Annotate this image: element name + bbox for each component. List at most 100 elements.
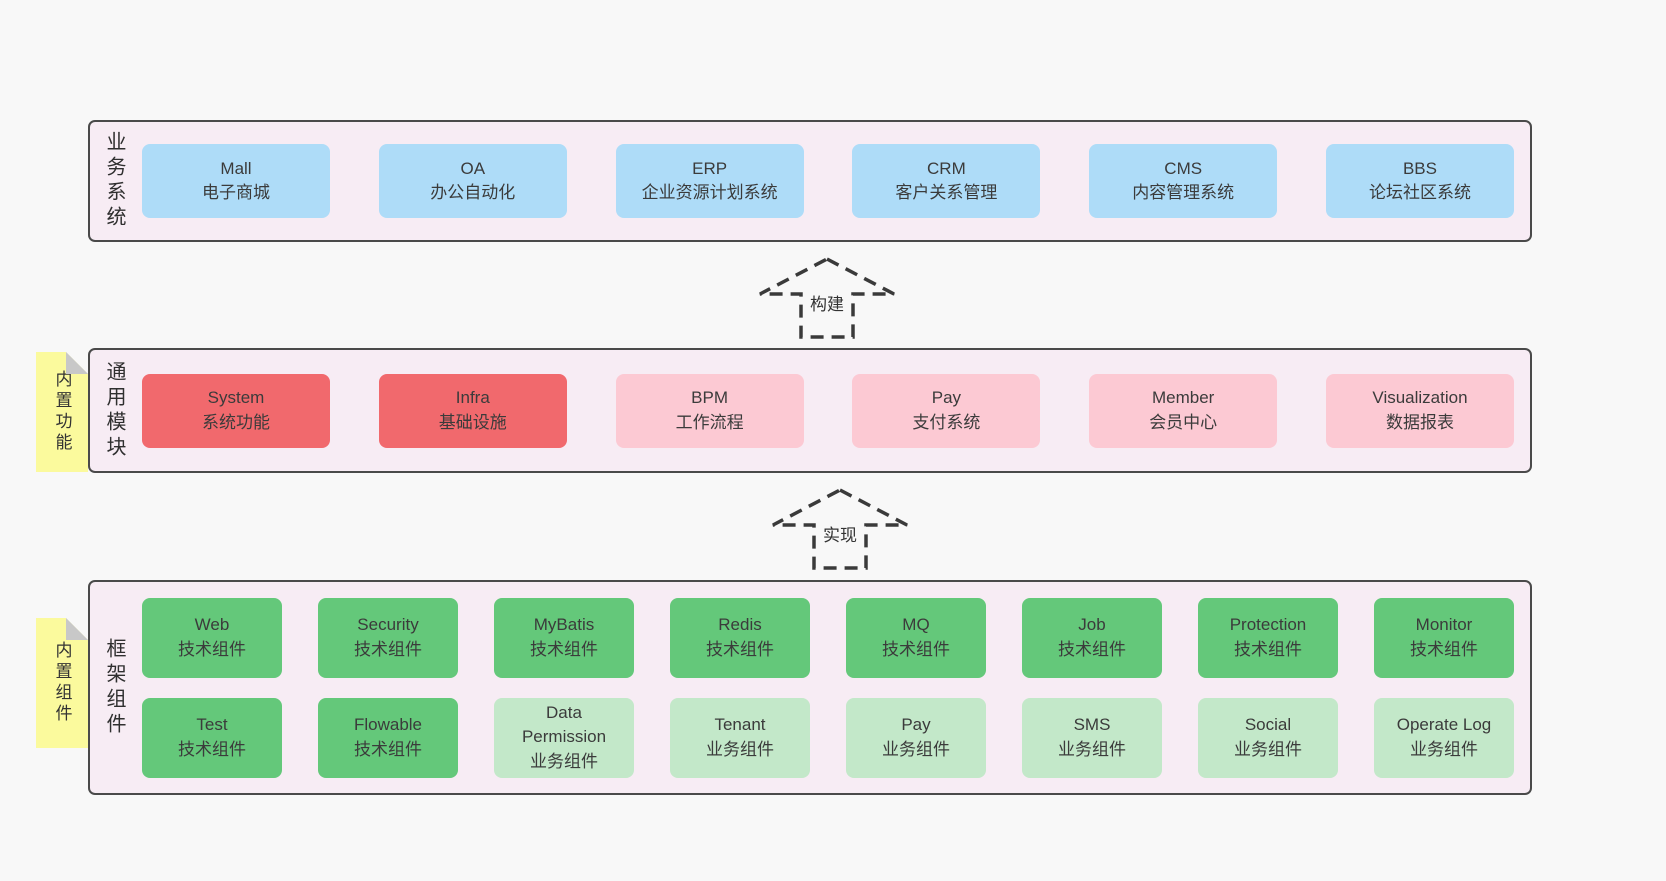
module-box-pay: Pay 支付系统 (852, 373, 1041, 448)
box-name: Test (196, 715, 228, 735)
box-desc: 技术组件 (354, 639, 422, 659)
layer-business-systems: 业务系统 Mall 电子商城 OA 办公自动化 ERP 企业资源计划系统 CRM 客户关系管理… (88, 120, 1532, 242)
module-box-test: Test 技术组件 (142, 697, 282, 778)
box-desc: 业务组件 (706, 739, 774, 759)
module-box-oa: OA 办公自动化 (378, 144, 567, 218)
module-box-security: Security 技术组件 (318, 597, 458, 678)
arrow-build: 构建 (757, 256, 897, 340)
module-box-protection: Protection 技术组件 (1198, 597, 1338, 678)
box-name: SMS (1073, 715, 1111, 735)
module-box-pay: Pay 业务组件 (846, 697, 986, 778)
box-name: Pay (901, 715, 931, 735)
box-desc: 业务组件 (530, 751, 598, 771)
box-desc: 技术组件 (178, 739, 246, 759)
module-box-cms: CMS 内容管理系统 (1089, 144, 1278, 218)
box-desc: 业务组件 (1234, 739, 1302, 759)
box-desc: 技术组件 (882, 639, 950, 659)
module-box-member: Member 会员中心 (1089, 373, 1278, 448)
box-name: Security (357, 615, 419, 635)
box-name: Visualization (1372, 388, 1468, 408)
box-desc: 技术组件 (178, 639, 246, 659)
box-name: Infra (455, 388, 490, 408)
box-name: Job (1078, 615, 1106, 635)
box-desc: 内容管理系统 (1132, 183, 1235, 202)
module-box-erp: ERP 企业资源计划系统 (615, 144, 804, 218)
box-desc: 技术组件 (1410, 639, 1478, 659)
box-desc: 业务组件 (1058, 739, 1126, 759)
box-name: Web (194, 615, 230, 635)
box-desc: 系统功能 (202, 412, 270, 432)
box-desc: 论坛社区系统 (1368, 183, 1471, 202)
box-desc: 会员中心 (1149, 412, 1218, 432)
tag-built-in-features-label: 内置功能 (52, 370, 72, 454)
layer-label-business: 业务系统 (103, 131, 125, 231)
box-name: Mall (220, 158, 252, 178)
box-name: OA (460, 158, 486, 178)
box-name: BBS (1402, 158, 1437, 178)
box-name: MQ (902, 615, 930, 635)
box-desc: 工作流程 (675, 412, 744, 432)
arrow-implement: 实现 (770, 487, 910, 571)
layer-label-framework: 框架组件 (103, 637, 125, 738)
box-desc: 办公自动化 (430, 183, 516, 202)
module-box-mq: MQ 技术组件 (846, 597, 986, 678)
module-box-infra: Infra 基础设施 (378, 373, 567, 448)
box-name: Redis (718, 615, 762, 635)
module-box-visualization: Visualization 数据报表 (1325, 373, 1514, 448)
box-desc: 技术组件 (706, 639, 774, 659)
box-desc: 客户关系管理 (895, 183, 998, 202)
module-box-job: Job 技术组件 (1022, 597, 1162, 678)
box-name: Protection (1229, 615, 1307, 635)
module-box-operate-log: Operate Log 业务组件 (1374, 697, 1514, 778)
module-box-bpm: BPM 工作流程 (615, 373, 804, 448)
box-name: MyBatis (533, 615, 595, 635)
tag-fold-corner-icon (66, 352, 88, 374)
box-desc: 业务组件 (1410, 739, 1478, 759)
module-box-redis: Redis 技术组件 (670, 597, 810, 678)
tag-fold-corner-icon (66, 618, 88, 640)
box-name: Data Permission (521, 703, 607, 747)
box-name: Monitor (1415, 615, 1473, 635)
box-desc: 数据报表 (1385, 412, 1454, 432)
module-box-data-permission: Data Permission 业务组件 (494, 697, 634, 778)
box-name: Social (1244, 715, 1292, 735)
box-name: Member (1152, 388, 1215, 408)
module-box-flowable: Flowable 技术组件 (318, 697, 458, 778)
box-desc: 企业资源计划系统 (641, 183, 778, 202)
box-name: Operate Log (1396, 715, 1492, 735)
box-desc: 基础设施 (438, 412, 507, 432)
box-name: Flowable (353, 715, 423, 735)
module-box-web: Web 技术组件 (142, 597, 282, 678)
box-desc: 技术组件 (530, 639, 598, 659)
box-desc: 技术组件 (354, 739, 422, 759)
box-name: ERP (692, 158, 728, 178)
module-box-mybatis: MyBatis 技术组件 (494, 597, 634, 678)
tag-built-in-components-label: 内置组件 (52, 641, 72, 725)
box-desc: 支付系统 (912, 412, 981, 432)
module-box-bbs: BBS 论坛社区系统 (1325, 144, 1514, 218)
box-name: CRM (927, 158, 966, 178)
box-desc: 业务组件 (882, 739, 950, 759)
arrow-implement-label: 实现 (820, 520, 860, 547)
box-desc: 技术组件 (1234, 639, 1302, 659)
arrow-build-label: 构建 (807, 289, 847, 316)
module-box-monitor: Monitor 技术组件 (1374, 597, 1514, 678)
box-name: CMS (1164, 158, 1203, 178)
business-boxes: Mall 电子商城 OA 办公自动化 ERP 企业资源计划系统 CRM 客户关系管理 CMS 内容… (136, 144, 1530, 218)
box-name: BPM (691, 388, 729, 408)
module-box-crm: CRM 客户关系管理 (852, 144, 1041, 218)
box-desc: 电子商城 (202, 183, 270, 202)
box-name: Pay (931, 388, 962, 408)
box-desc: 技术组件 (1058, 639, 1126, 659)
layer-label-modules: 通用模块 (103, 360, 125, 461)
module-box-social: Social 业务组件 (1198, 697, 1338, 778)
